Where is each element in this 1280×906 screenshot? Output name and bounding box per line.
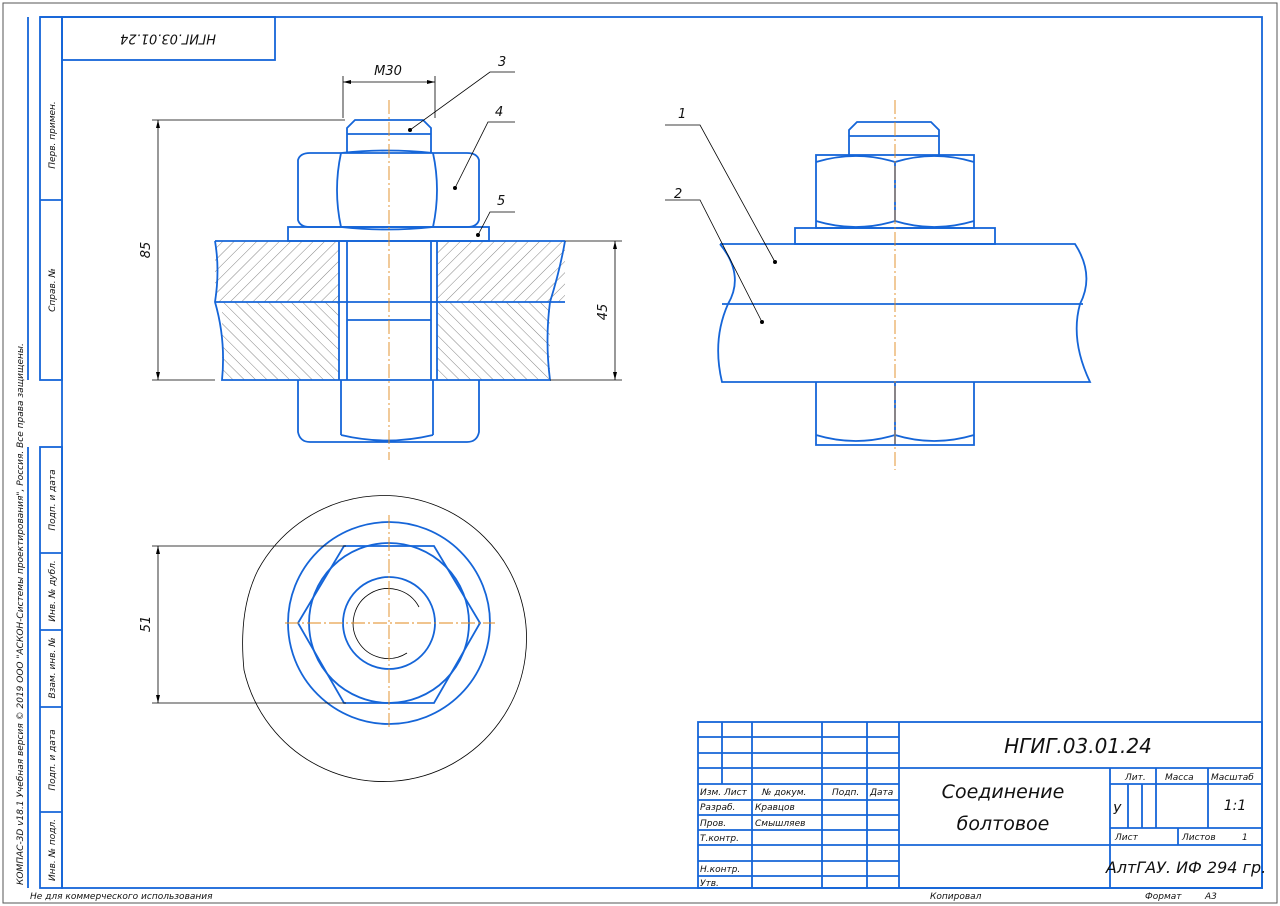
title-block-roles-0: Разраб. <box>700 803 735 813</box>
title-block-sheet-label: Лист <box>1114 833 1139 843</box>
sheet-left-strip-2: Подп. и дата <box>48 469 58 530</box>
title-block-headers-0: Изм. <box>700 788 721 798</box>
sheet-copyright: КОМПАС-3D v18.1 Учебная версия © 2019 ОО… <box>16 343 26 885</box>
side-view: 1 2 <box>665 100 1092 470</box>
title-block-headers-1: Лист <box>723 788 748 798</box>
title-block-roles-2: Т.контр. <box>700 834 739 844</box>
sheet-left-strip-0: Перв. примен. <box>48 101 58 169</box>
title-block-headers-2: № докум. <box>761 788 806 798</box>
across-corners-dimension: 51 <box>139 616 154 633</box>
sheet-left-strip-5: Подп. и дата <box>48 729 58 790</box>
sheet-format-value: А3 <box>1204 892 1217 902</box>
thread-dimension: М30 <box>374 64 402 79</box>
title-block-roles-1: Пров. <box>700 819 726 829</box>
top-view: 51 <box>139 495 527 782</box>
title-block-people-0: Кравцов <box>755 803 795 813</box>
title-block-sheets-value: 1 <box>1242 833 1248 843</box>
title-block <box>697 721 1263 889</box>
sheet-margins: Не для коммерческого использования Копир… <box>16 101 1217 902</box>
callout-1: 1 <box>678 107 686 122</box>
title-block-roles-5: Утв. <box>700 879 719 889</box>
stamp-text: НГИГ.03.01.24 <box>120 31 216 46</box>
callout-3: 3 <box>498 55 506 70</box>
title-block-lit-value: У <box>1113 803 1122 818</box>
designation: НГИГ.03.01.24 <box>1004 734 1152 758</box>
title-block-organization: АлтГАУ. ИФ 294 гр. <box>1105 858 1266 877</box>
sheet-left-strip-4: Взам. инв. № <box>48 637 58 698</box>
title-block-headers-4: Дата <box>869 788 893 798</box>
sheet-left-strip-6: Инв. № подл. <box>48 819 58 881</box>
height-dimension: 85 <box>139 242 154 259</box>
title-block-headers-3: Подп. <box>832 788 859 798</box>
title-block-lit-label: Лит. <box>1124 773 1146 783</box>
dimensions-front: М30 85 45 3 4 5 <box>139 55 622 381</box>
title-block-mass-label: Масса <box>1165 773 1194 783</box>
title-block-people-1: Смышляев <box>755 819 805 829</box>
sheet-copied: Копировал <box>930 892 982 902</box>
title-block-scale-value: 1:1 <box>1224 798 1247 814</box>
front-section-view <box>214 100 566 460</box>
title-block-sheets-label: Листов <box>1181 833 1216 843</box>
sheet-format-label: Формат <box>1145 892 1182 902</box>
callout-5: 5 <box>497 194 505 209</box>
sheet-left-strip-1: Справ. № <box>48 268 58 312</box>
title-block-text: НГИГ.03.01.24 Соединение болтовое Изм. Л… <box>700 734 1266 889</box>
title-block-scale-label: Масштаб <box>1211 773 1254 783</box>
thickness-dimension: 45 <box>596 304 611 321</box>
name-line1: Соединение <box>942 781 1065 803</box>
sheet-bottom-left: Не для коммерческого использования <box>30 892 213 902</box>
sheet-left-strip-3: Инв. № дубл. <box>48 560 58 622</box>
callout-4: 4 <box>495 105 503 120</box>
top-stamp <box>61 16 276 61</box>
callout-2: 2 <box>674 187 682 202</box>
left-strip <box>27 16 63 889</box>
title-block-roles-4: Н.контр. <box>700 865 740 875</box>
name-line2: болтовое <box>957 813 1050 835</box>
